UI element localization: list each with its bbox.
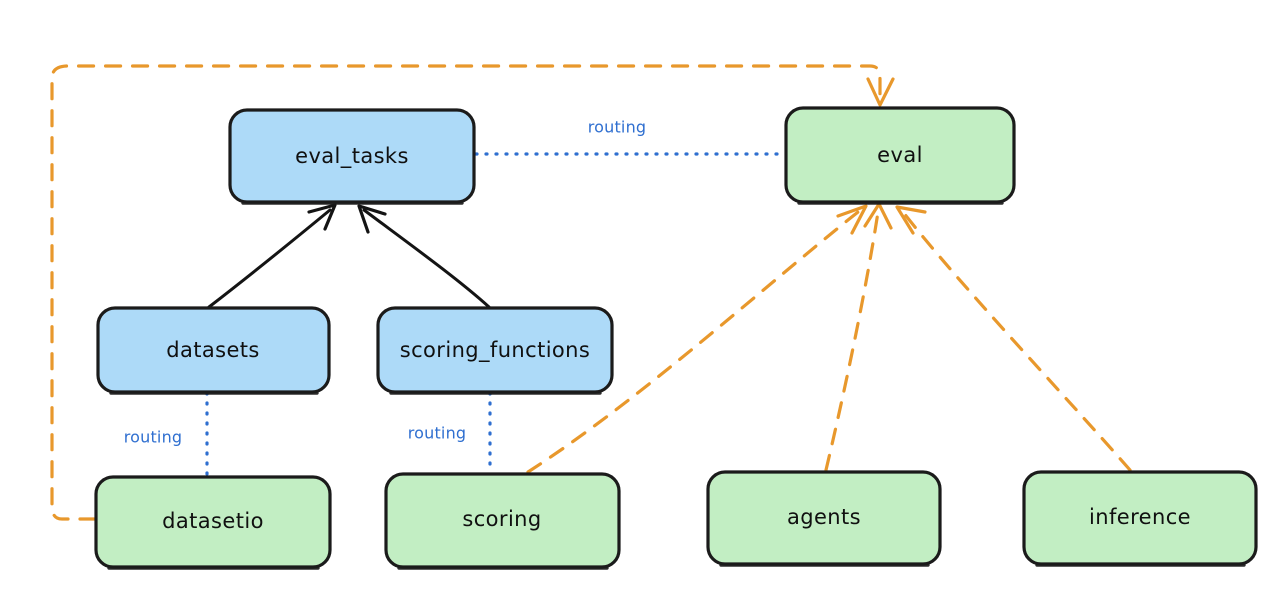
- edge-label-layer: routing routing routing: [124, 118, 647, 447]
- node-scoring-functions-box[interactable]: [376, 306, 614, 394]
- node-datasets-box[interactable]: [96, 306, 331, 394]
- node-eval[interactable]: eval: [784, 106, 1016, 205]
- node-scoring[interactable]: scoring: [384, 472, 621, 570]
- node-eval-tasks-label: eval_tasks: [295, 144, 409, 169]
- node-eval-tasks[interactable]: eval_tasks: [228, 108, 476, 205]
- edge-agents-to-eval: [824, 202, 893, 472]
- node-inference-label: inference: [1089, 505, 1191, 529]
- node-scoring-box[interactable]: [384, 472, 621, 569]
- node-datasetio[interactable]: datasetio: [94, 475, 332, 570]
- node-agents-label: agents: [787, 505, 861, 529]
- edge-inference-to-eval: [895, 205, 1132, 472]
- node-scoring-functions-label: scoring_functions: [400, 338, 590, 363]
- edge-datasets-to-eval-tasks: [207, 203, 337, 309]
- node-scoring-label: scoring: [462, 507, 541, 531]
- node-datasets[interactable]: datasets: [96, 306, 331, 395]
- edge-datasetio-to-eval: [50, 64, 895, 521]
- node-inference[interactable]: inference: [1022, 470, 1258, 567]
- edge-label-routing-scoring-functions: routing: [408, 424, 467, 443]
- node-datasets-label: datasets: [166, 338, 260, 362]
- node-eval-label: eval: [877, 143, 923, 167]
- node-agents-box[interactable]: [706, 470, 942, 566]
- edge-label-routing-datasets: routing: [124, 428, 183, 447]
- node-inference-box[interactable]: [1022, 470, 1258, 566]
- node-eval-box[interactable]: [784, 106, 1016, 204]
- edge-layer: [50, 64, 1132, 521]
- node-eval-tasks-box[interactable]: [228, 108, 476, 204]
- node-datasetio-box[interactable]: [94, 475, 332, 569]
- node-datasetio-label: datasetio: [162, 509, 264, 533]
- node-layer: eval_tasks eval datasets scoring_functio…: [94, 106, 1258, 570]
- node-agents[interactable]: agents: [706, 470, 942, 567]
- node-scoring-functions[interactable]: scoring_functions: [376, 306, 614, 395]
- edge-scoring-functions-to-eval-tasks: [357, 204, 491, 309]
- edge-label-routing-eval-tasks: routing: [588, 118, 647, 137]
- edge-scoring-to-eval: [526, 204, 868, 474]
